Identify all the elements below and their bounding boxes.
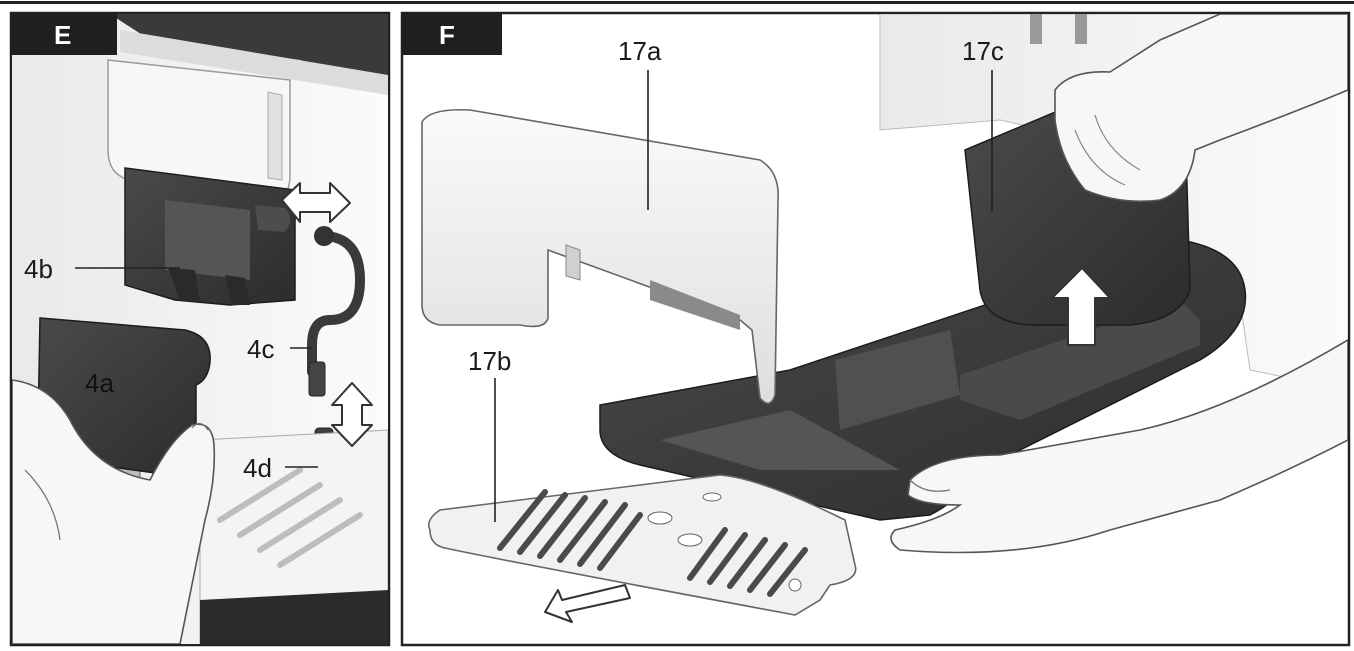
label-17b: 17b [468, 346, 511, 376]
panel-f-tag: F [439, 20, 455, 50]
panel-e: E 4b 4c 4a 4d [9, 11, 391, 647]
move-arrow-horizontal [281, 182, 351, 223]
part-4c-hose [307, 231, 366, 377]
label-17c: 17c [962, 36, 1004, 66]
panel-e-tag: E [54, 20, 71, 50]
panel-e-tag-box [11, 13, 117, 55]
drip-tray-e [199, 429, 388, 644]
panel-f: F 17a 17c 17b [400, 11, 1351, 647]
label-4a: 4a [85, 368, 114, 398]
lift-arrow-up [1051, 267, 1111, 346]
label-4c: 4c [247, 334, 274, 364]
hand-bottom-f [890, 339, 1348, 554]
grille-slots [497, 489, 808, 597]
panel-f-tag-box [402, 13, 502, 55]
hand-e [12, 379, 216, 644]
part-17b [427, 474, 857, 616]
label-4b: 4b [24, 254, 53, 284]
label-4d: 4d [243, 453, 272, 483]
part-17a [421, 108, 779, 405]
hand-top-f [1054, 14, 1348, 203]
move-arrow-vertical [331, 382, 373, 447]
label-17a: 17a [618, 36, 662, 66]
top-rule [0, 1, 1354, 4]
pull-arrow [544, 584, 631, 623]
